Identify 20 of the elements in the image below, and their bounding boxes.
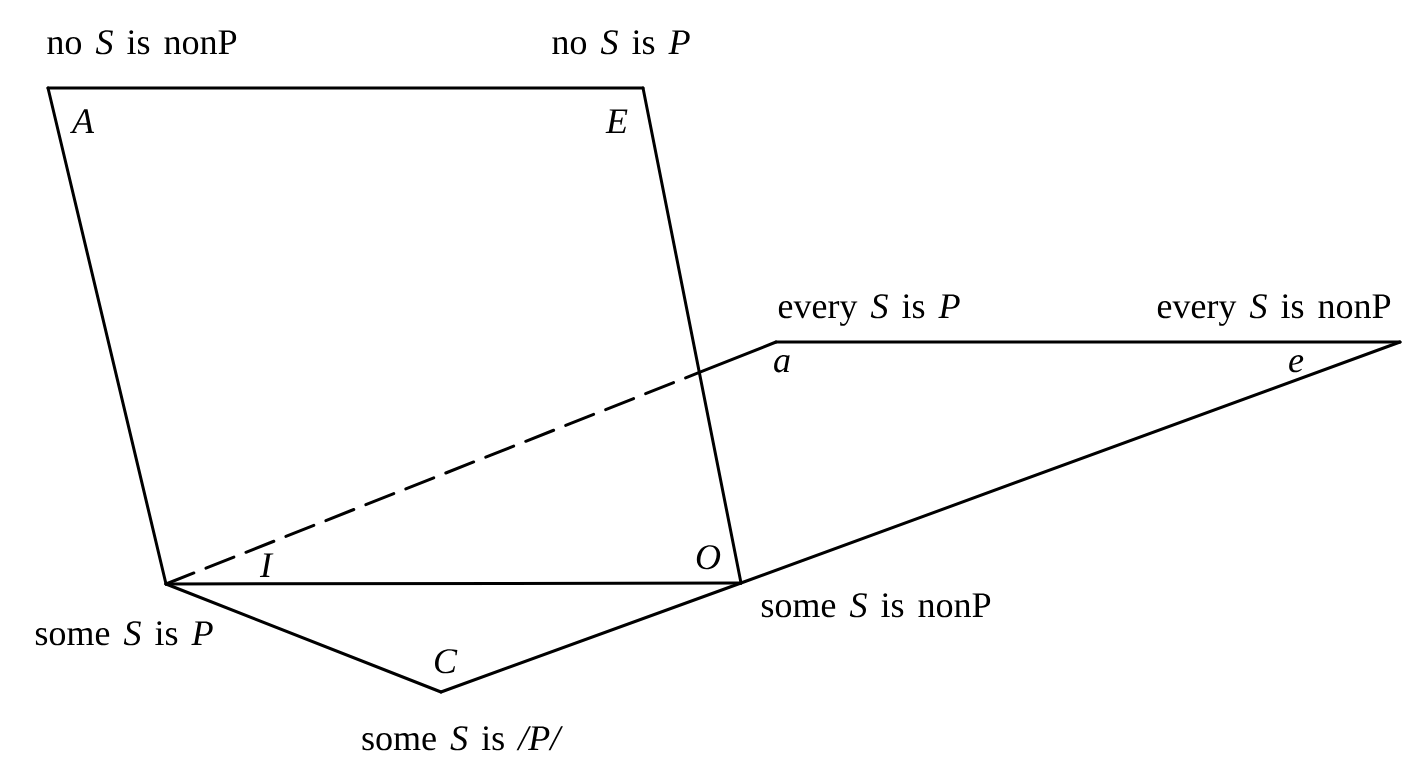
vertex-letter: A [70, 109, 95, 133]
proposition-label: no S is nonP [47, 30, 237, 55]
vertex-letter: E [605, 109, 628, 133]
vertex-letter: I [259, 553, 274, 577]
vertex-letter: a [774, 355, 790, 373]
line [439, 581, 743, 694]
vertex-letter: e [1289, 355, 1304, 373]
proposition-label: some S is nonP [761, 593, 991, 618]
line [164, 582, 443, 694]
proposition-label: some S is /P/ [362, 726, 563, 751]
proposition-label: every S is nonP [1157, 294, 1391, 326]
proposition-label: some S is P [35, 621, 213, 646]
proposition-label: every S is P [778, 294, 960, 326]
vertex-letter: O [696, 545, 721, 570]
line [641, 86, 743, 585]
line [46, 86, 168, 586]
vertex-letter: C [435, 649, 458, 674]
proposition-label: no S is P [552, 30, 690, 55]
line [739, 340, 1402, 585]
line [46, 86, 645, 90]
